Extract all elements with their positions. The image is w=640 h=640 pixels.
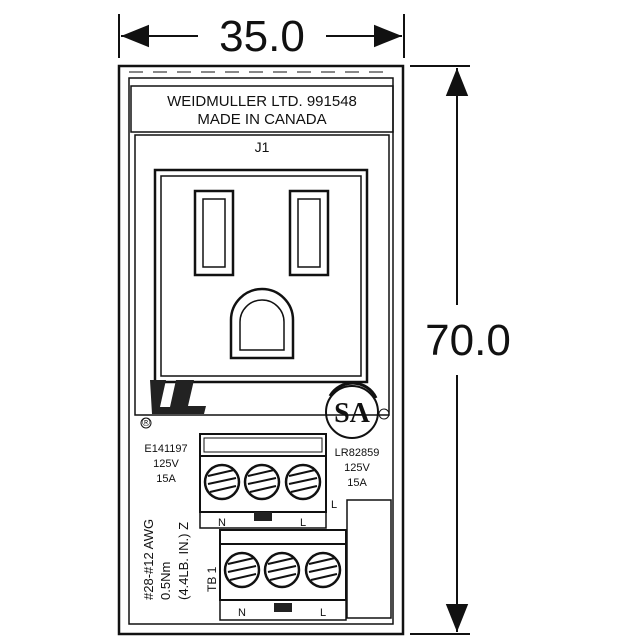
wire-spec-line3: (4.4LB. IN.) Z [176,522,191,600]
wire-spec-line1: #28-#12 AWG [141,519,156,600]
ul-current: 15A [156,473,176,485]
csa-current: 15A [347,477,367,489]
width-value: 35.0 [219,12,305,61]
side-tab [346,499,392,619]
ul-registered-symbol: ® [142,417,150,429]
width-dimension: 35.0 [118,12,405,61]
screw-terminal-5 [263,551,301,589]
neutral-slot [193,189,235,277]
upper-pin-l: L [300,517,306,529]
upper-pin-n: N [218,517,226,529]
header-plate [130,85,394,133]
header-line2: MADE IN CANADA [197,111,326,128]
height-dimension: 70.0 [410,65,511,635]
lower-pin-l: L [320,607,326,619]
lower-pin-n: N [238,607,246,619]
ul-voltage: 125V [153,458,179,470]
hot-slot [288,189,330,277]
screw-terminal-2 [243,463,281,501]
receptacle-label: J1 [255,139,270,155]
receptacle-panel [134,134,390,416]
csa-file-number: LR82859 [335,447,380,459]
wire-spec-line2: 0.5Nm [158,562,173,600]
ul-mark-icon [140,380,206,429]
ul-file-number: E141197 [144,443,187,455]
screw-terminal-4 [223,551,261,589]
housing-inner-outline [128,77,394,625]
terminal-block-upper [199,433,327,529]
screw-terminal-3 [284,463,322,501]
csa-mark-icon: SA [325,381,390,439]
header-line1: WEIDMULLER LTD. 991548 [167,93,357,110]
terminal-block-lower [219,529,347,621]
housing-outline [117,64,405,636]
terminal-block-label: TB 1 [205,566,219,592]
csa-voltage: 125V [344,462,370,474]
upper-pin-l-label: L [331,499,337,511]
outlet-face-outer [153,168,369,384]
svg-text:SA: SA [334,398,371,429]
outlet-face-inner [160,175,362,377]
screw-terminal-6 [304,551,342,589]
height-value: 70.0 [425,316,511,365]
ground-slot [229,287,295,360]
screw-terminal-1 [203,463,241,501]
